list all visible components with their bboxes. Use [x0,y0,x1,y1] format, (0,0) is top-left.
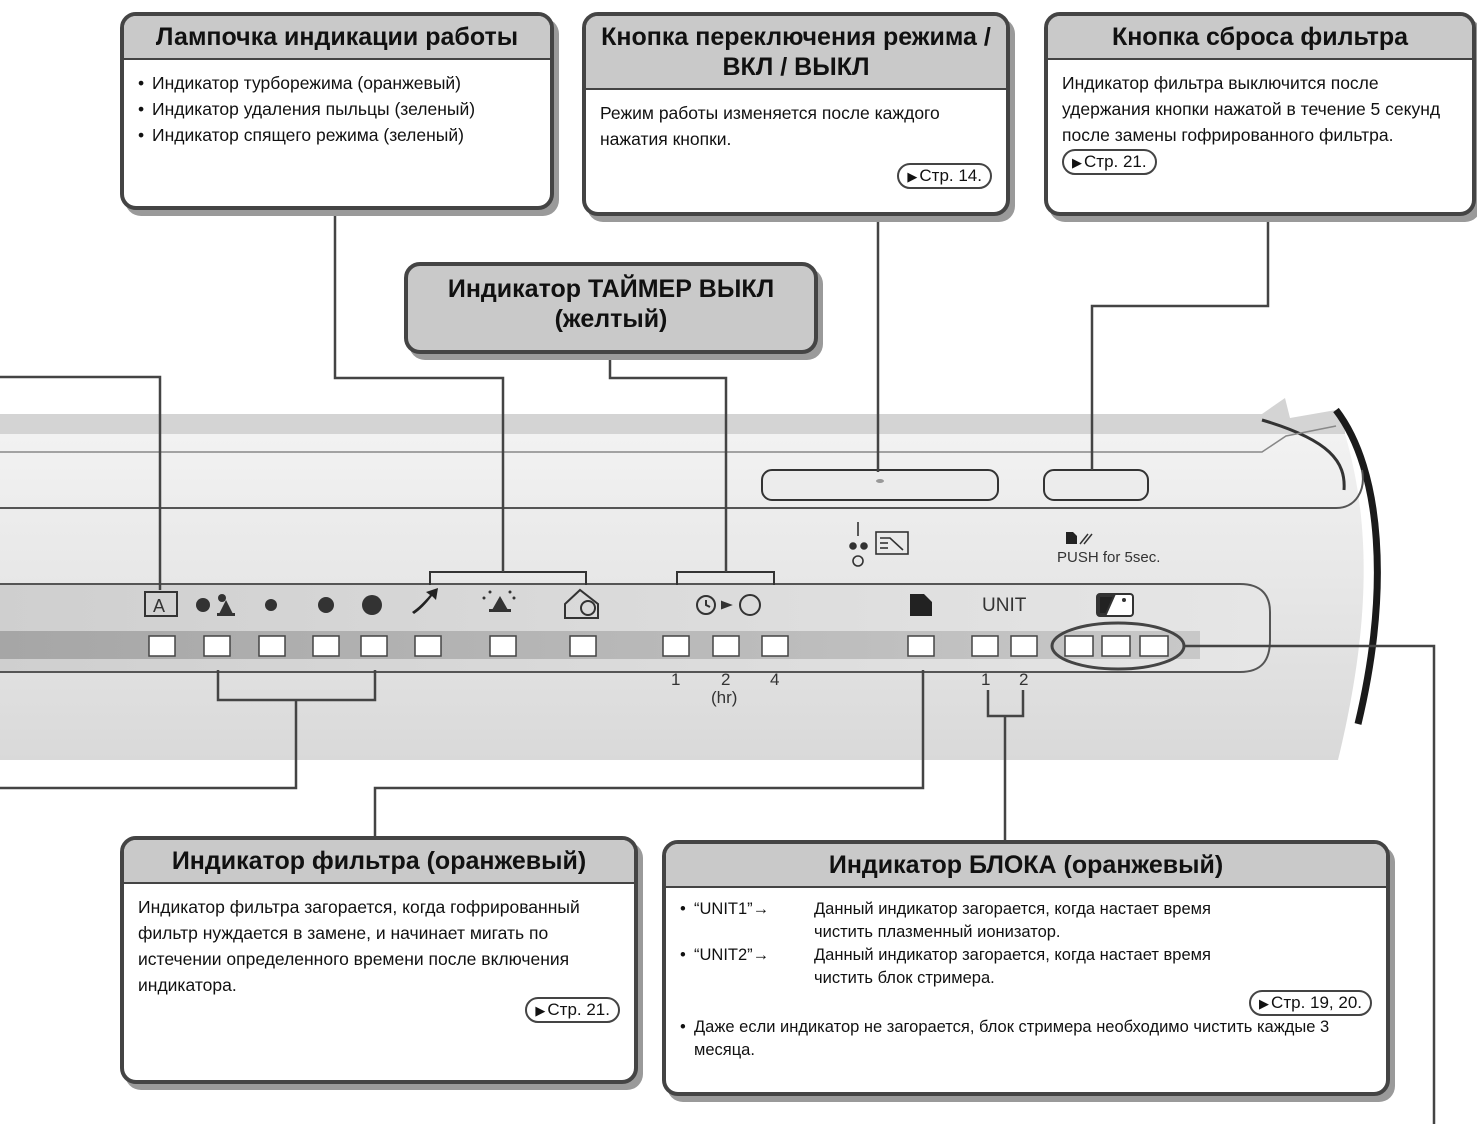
filter-reset-button [1043,469,1149,501]
timer-label-hr: (hr) [711,688,738,707]
pollen-icon [482,590,516,612]
operation-lamp-callout: Лампочка индикации работы Индикатор турб… [120,12,554,210]
fan-low-icon [265,599,277,611]
filter-indicator-page-ref: Стр. 21. [525,997,620,1023]
panel-contour [0,469,1364,509]
list-item: “UNIT2”→ Данный индикатор загорается, ког… [680,944,1372,990]
turbo-icon [412,588,438,614]
operation-lamp-title: Лампочка индикации работы [124,16,550,60]
mode-button-text: Режим работы изменяется после каждого на… [600,103,940,149]
timer-indicator-label: Индикатор ТАЙМЕР ВЫКЛ (желтый) [404,262,818,354]
unit-indicator-list: “UNIT1”→ Данный индикатор загорается, ког… [680,898,1372,990]
indicator-band [0,631,1200,659]
filter-reset-title: Кнопка сброса фильтра [1048,16,1472,60]
unit-label: UNIT [982,595,1027,616]
filter-indicator-title: Индикатор фильтра (оранжевый) [124,840,634,884]
leader-lines [0,210,1436,1124]
unit1-text: Данный индикатор загорается, когда наста… [814,900,1211,941]
mode-button-symbol-icon [849,522,909,567]
list-item: Индикатор турборежима (оранжевый) [138,70,536,96]
fan-pollen-icon [196,594,235,616]
mode-button [761,469,999,501]
list-item: Индикатор удаления пыльцы (зеленый) [138,96,536,122]
filter-reset-symbol-icon [1066,532,1093,545]
auto-mode-icon: A [144,591,178,617]
list-item: Индикатор спящего режима (зеленый) [138,122,536,148]
panel-top-strip [0,398,1345,434]
fan-high-icon [362,595,382,615]
mode-button-callout: Кнопка переключения режима / ВКЛ / ВЫКЛ … [582,12,1010,216]
unit2-key: “UNIT2”→ [694,946,770,964]
timer-off-icon [696,594,761,616]
panel-contour-top [0,425,1337,453]
panel-edge-outer [1333,407,1381,725]
mode-button-page-ref: Стр. 14. [897,163,992,189]
filter-indicator-icon [910,594,932,616]
mode-button-title: Кнопка переключения режима / ВКЛ / ВЫКЛ [586,16,1006,90]
filter-reset-page-ref: Стр. 21. [1062,149,1157,175]
filter-indicator-text: Индикатор фильтра загорается, когда гофр… [138,897,580,995]
unit-indicator-callout: Индикатор БЛОКА (оранжевый) “UNIT1”→ Данн… [662,840,1390,1096]
fan-mid-icon [318,597,334,613]
heater-icon [1096,593,1134,617]
panel-edge-inner [1261,418,1346,491]
unit1-key: “UNIT1”→ [694,900,770,918]
timer-label-1: 1 [671,670,681,689]
timer-label-2: 2 [721,670,731,689]
sleep-house-icon [564,588,599,619]
filter-reset-text: Индикатор фильтра выключится после удерж… [1062,73,1441,145]
unit-indicator-title: Индикатор БЛОКА (оранжевый) [666,844,1386,888]
operation-lamp-list: Индикатор турборежима (оранжевый) Индика… [138,70,536,148]
filter-reset-callout: Кнопка сброса фильтра Индикатор фильтра … [1044,12,1476,216]
unit-label-1: 1 [981,670,991,689]
push-label: PUSH for 5sec. [1057,549,1161,566]
filter-indicator-callout: Индикатор фильтра (оранжевый) Индикатор … [120,836,638,1084]
unit-label-2: 2 [1019,670,1029,689]
unit-indicator-note: Даже если индикатор не загорается, блок … [680,1016,1372,1062]
timer-label-4: 4 [770,670,780,689]
svg-text:A: A [153,596,165,616]
unit-indicator-page-ref: Стр. 19, 20. [1249,990,1372,1016]
list-item: “UNIT1”→ Данный индикатор загорается, ког… [680,898,1372,944]
led-row [148,635,1169,657]
unit2-text: Данный индикатор загорается, когда наста… [814,946,1211,987]
